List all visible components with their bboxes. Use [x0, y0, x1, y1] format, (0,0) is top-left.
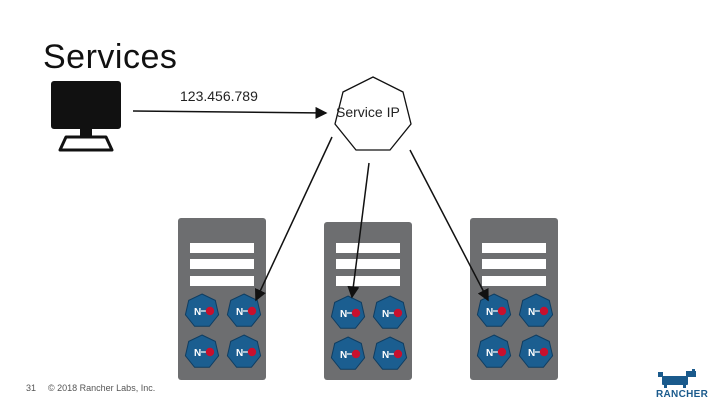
- server-rack-2: [324, 222, 412, 380]
- monitor-icon: [51, 81, 121, 152]
- service-ip-label: Service IP: [336, 104, 400, 120]
- copyright-text: © 2018 Rancher Labs, Inc.: [48, 383, 156, 393]
- client-to-service-arrow: [132, 106, 328, 119]
- server-rack-3: [470, 218, 558, 380]
- heptagon-icon: [334, 76, 412, 151]
- service-to-pod-arrow-2: [347, 162, 370, 299]
- service-to-pod-arrow-1: [254, 136, 333, 302]
- slide-title: Services: [43, 38, 178, 76]
- ip-address-label: 123.456.789: [180, 88, 258, 104]
- brand-wordmark: RANCHER: [656, 389, 709, 400]
- server-rack-1: [178, 218, 266, 380]
- service-to-pod-arrow-3: [409, 149, 489, 302]
- rancher-cow-icon: [658, 369, 696, 388]
- slide-number: 31: [26, 383, 37, 393]
